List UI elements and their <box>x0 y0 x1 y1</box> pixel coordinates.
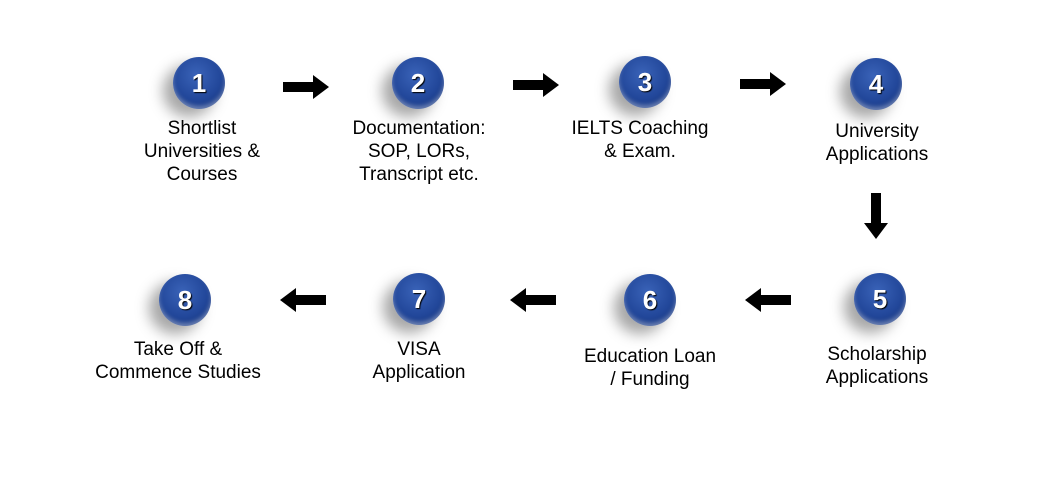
step-number-badge: 8 <box>159 274 211 326</box>
label-line: Shortlist <box>167 118 237 139</box>
step-number-badge: 4 <box>850 58 902 110</box>
label-line: Scholarship <box>827 344 927 365</box>
step-number-badge: 3 <box>619 56 671 108</box>
step-number-badge: 7 <box>393 273 445 325</box>
label-line: VISA <box>397 339 441 360</box>
step-number-badge: 2 <box>392 57 444 109</box>
arrow-right-icon <box>513 73 559 97</box>
label-line: & Exam. <box>604 141 676 162</box>
arrow-left-icon <box>280 288 326 312</box>
label-line: Transcript etc. <box>359 164 479 185</box>
step-label: Education Loan/ Funding <box>540 345 760 391</box>
step-label: IELTS Coaching& Exam. <box>530 117 750 163</box>
label-line: Education Loan <box>583 346 717 367</box>
step-label: Documentation:SOP, LORs,Transcript etc. <box>309 117 529 186</box>
label-line: Take Off & <box>133 339 223 360</box>
label-line: Applications <box>825 367 929 388</box>
arrow-left-icon <box>510 288 556 312</box>
step-number-badge: 1 <box>173 57 225 109</box>
arrow-right-icon <box>283 75 329 99</box>
label-line: Universities & <box>143 141 261 162</box>
label-line: University <box>835 121 919 142</box>
label-line: Commence Studies <box>95 362 261 383</box>
label-line: IELTS Coaching <box>571 118 709 139</box>
label-line: SOP, LORs, <box>367 141 471 162</box>
label-line: / Funding <box>610 369 690 390</box>
label-line: Documentation: <box>352 118 486 139</box>
arrow-down-icon <box>864 193 888 239</box>
arrow-left-icon <box>745 288 791 312</box>
step-number-badge: 6 <box>624 274 676 326</box>
step-label: Take Off &Commence Studies <box>68 338 288 384</box>
label-line: Courses <box>166 164 238 185</box>
step-number-badge: 5 <box>854 273 906 325</box>
label-line: Application <box>372 362 466 383</box>
label-line: Applications <box>825 144 929 165</box>
arrow-right-icon <box>740 72 786 96</box>
